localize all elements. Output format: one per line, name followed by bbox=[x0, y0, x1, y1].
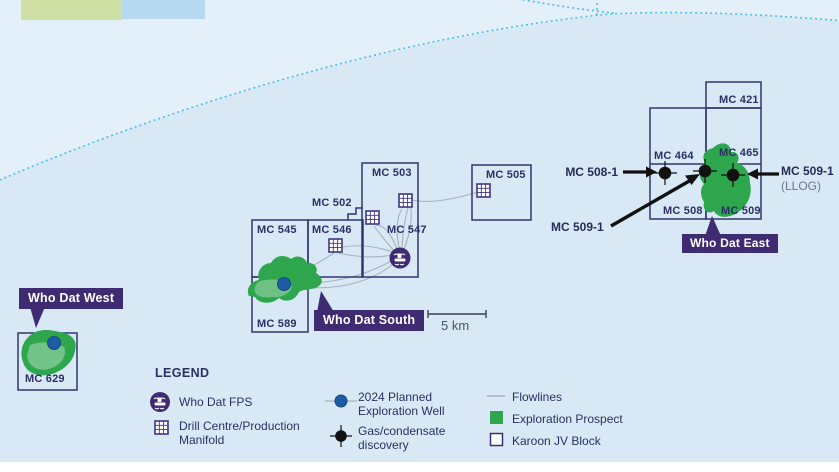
block-label-mc546: MC 546 bbox=[312, 224, 352, 236]
planned-well-icon bbox=[325, 394, 357, 408]
prospect-icon bbox=[490, 411, 503, 424]
flowline-icon bbox=[487, 395, 505, 397]
block-label-mc505: MC 505 bbox=[486, 169, 526, 181]
block-label-mc465: MC 465 bbox=[719, 147, 759, 159]
block-mc546 bbox=[307, 219, 364, 278]
prospect-who-dat-east bbox=[699, 143, 751, 217]
block-label-mc629: MC 629 bbox=[25, 373, 65, 385]
well-label-llog-operator: (LLOG) bbox=[781, 179, 822, 193]
prospect-who-dat-west bbox=[21, 330, 76, 376]
badge-tails bbox=[30, 216, 721, 328]
legend-label-discovery: Gas/condensate discovery bbox=[358, 424, 446, 452]
manifold-icon bbox=[154, 420, 169, 435]
legend-label-manifold: Drill Centre/Production Manifold bbox=[179, 419, 300, 447]
discovery-mc509-1 bbox=[693, 159, 717, 183]
planned-well-west bbox=[47, 336, 61, 350]
badge-tail-east bbox=[705, 216, 721, 236]
manifold-mc505 bbox=[476, 183, 491, 198]
annotation-arrows bbox=[610, 166, 779, 228]
arrow-mc509-1-llog bbox=[747, 168, 758, 180]
arrow-mc509-1 bbox=[685, 174, 700, 185]
discovery-mc508-1 bbox=[653, 161, 677, 185]
jv-block-icon bbox=[489, 432, 504, 447]
well-label-mc509-1: MC 509-1 bbox=[551, 220, 604, 234]
discovery-mc509-1-llog bbox=[721, 163, 745, 187]
scale-bar bbox=[427, 310, 487, 318]
legend-label-prospect: Exploration Prospect bbox=[512, 412, 623, 426]
planned-well-south bbox=[277, 277, 291, 291]
badge-who-dat-south: Who Dat South bbox=[314, 310, 425, 331]
discovery-icon bbox=[330, 425, 352, 447]
discovery-wells bbox=[653, 159, 745, 187]
badge-who-dat-east: Who Dat East bbox=[682, 234, 778, 253]
block-label-mc545: MC 545 bbox=[257, 224, 297, 236]
block-mc502-boundary bbox=[347, 207, 363, 220]
badge-who-dat-west: Who Dat West bbox=[19, 288, 124, 309]
block-label-mc589: MC 589 bbox=[257, 318, 297, 330]
planned-wells bbox=[47, 277, 291, 350]
well-label-mc508-1: MC 508-1 bbox=[565, 165, 618, 179]
badge-tail-south bbox=[317, 291, 334, 312]
well-label-mc509-1-llog: MC 509-1 bbox=[781, 164, 834, 178]
badge-tail-west bbox=[30, 307, 45, 328]
block-label-mc509: MC 509 bbox=[721, 205, 761, 217]
arrow-mc508-1 bbox=[646, 166, 657, 178]
legend-title: LEGEND bbox=[155, 366, 210, 380]
jv-blocks bbox=[17, 81, 762, 391]
manifold-mc503 bbox=[398, 193, 413, 208]
block-label-mc508: MC 508 bbox=[663, 205, 703, 217]
manifold-mc546 bbox=[328, 238, 343, 253]
legend-label-jv-block: Karoon JV Block bbox=[512, 434, 601, 448]
fps-icon bbox=[150, 392, 170, 412]
legend-label-flowlines: Flowlines bbox=[512, 390, 563, 404]
fps-who-dat bbox=[389, 247, 411, 269]
shallow-water-region bbox=[0, 0, 839, 180]
block-label-mc503: MC 503 bbox=[372, 167, 412, 179]
inset-water-area bbox=[122, 0, 205, 19]
legend-label-fps: Who Dat FPS bbox=[179, 395, 253, 409]
block-label-mc421: MC 421 bbox=[719, 94, 759, 106]
block-mc503-mc547 bbox=[361, 162, 419, 278]
scale-bar-label: 5 km bbox=[441, 318, 470, 333]
block-label-mc464: MC 464 bbox=[654, 150, 694, 162]
block-label-mc502: MC 502 bbox=[312, 197, 352, 209]
legend-label-planned-well: 2024 Planned Exploration Well bbox=[358, 390, 445, 418]
manifold-mc502 bbox=[365, 210, 380, 225]
inset-land-area bbox=[21, 0, 122, 20]
block-mc505 bbox=[471, 164, 532, 221]
map-bottom-edge bbox=[0, 462, 839, 472]
block-label-mc547: MC 547 bbox=[387, 224, 427, 236]
